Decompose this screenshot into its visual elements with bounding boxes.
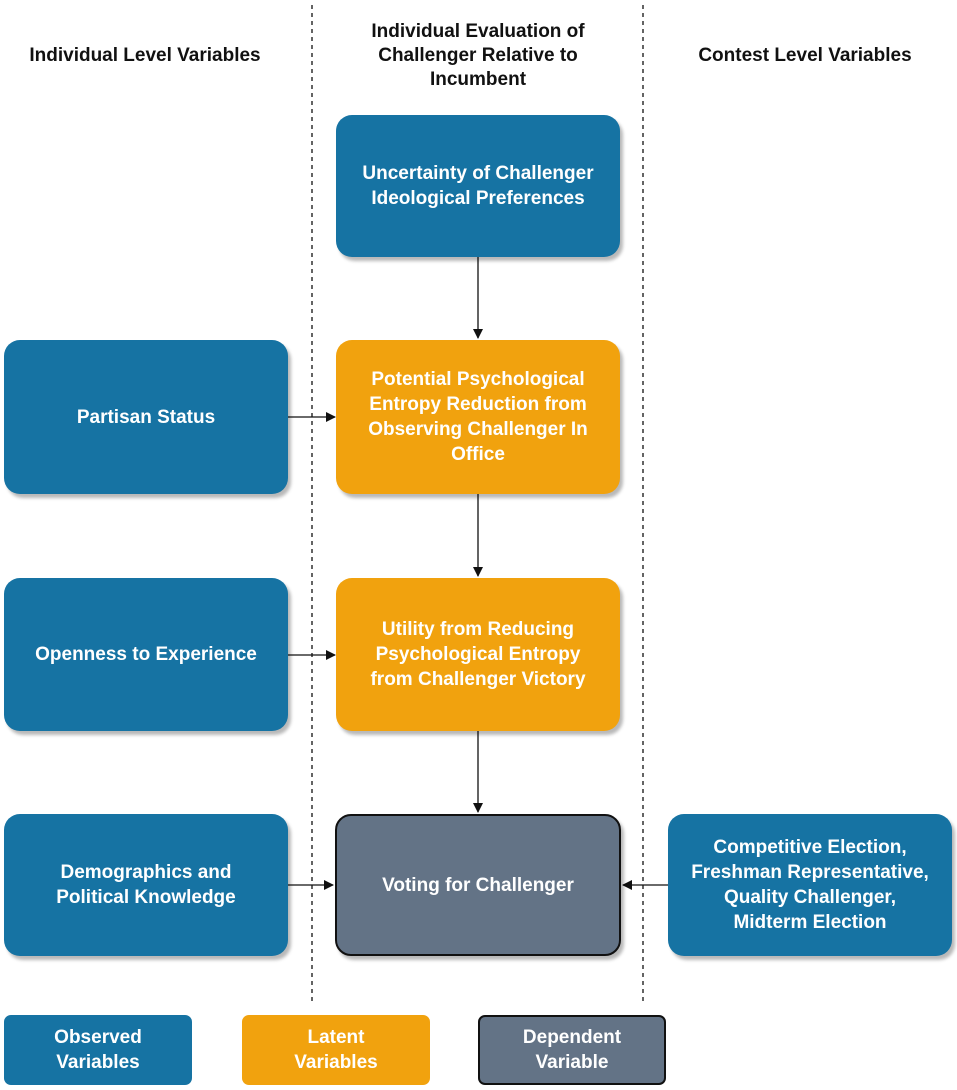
legend-latent: Latent Variables — [242, 1015, 430, 1085]
node-utility: Utility from Reducing Psychological Entr… — [336, 578, 620, 731]
center-column-title: Individual Evaluation of Challenger Rela… — [371, 21, 585, 90]
node-entropy-reduction: Potential Psychological Entropy Reductio… — [336, 340, 620, 494]
node-uncertainty: Uncertainty of Challenger Ideological Pr… — [336, 115, 620, 257]
left-column-title: Individual Level Variables — [29, 45, 261, 66]
node-voting: Voting for Challenger — [335, 814, 621, 956]
node-demographics: Demographics and Political Knowledge — [4, 814, 288, 956]
node-contest-variables: Competitive Election, Freshman Represent… — [668, 814, 952, 956]
legend-observed: Observed Variables — [4, 1015, 192, 1085]
node-partisan-status: Partisan Status — [4, 340, 288, 494]
node-openness: Openness to Experience — [4, 578, 288, 731]
right-column-title: Contest Level Variables — [698, 45, 912, 66]
legend-dependent: Dependent Variable — [478, 1015, 666, 1085]
